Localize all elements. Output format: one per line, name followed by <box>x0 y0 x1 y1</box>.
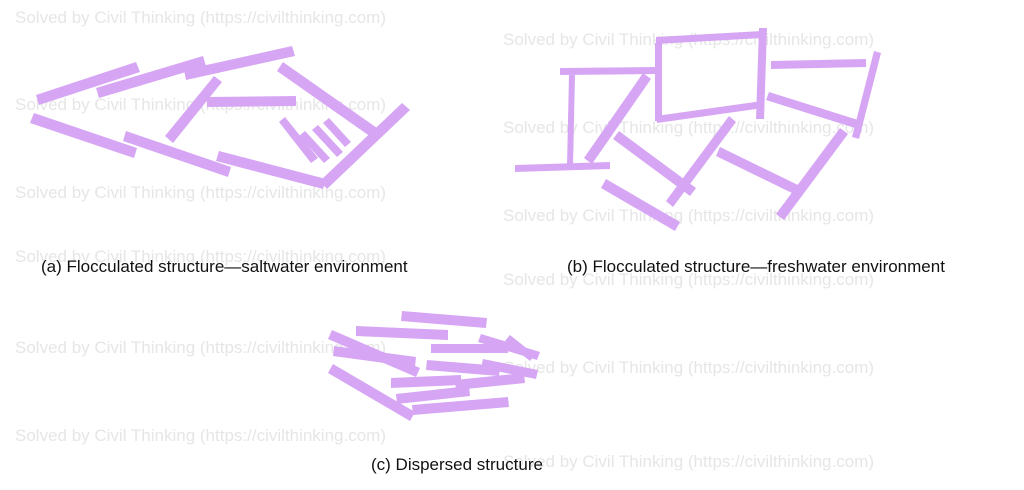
clay-particle <box>165 76 222 143</box>
clay-particle <box>412 397 509 415</box>
clay-particle <box>426 360 500 376</box>
clay-particle <box>328 364 415 421</box>
clay-particle <box>455 373 525 390</box>
clay-particle <box>36 62 140 105</box>
clay-particle <box>656 31 762 44</box>
clay-particle <box>656 101 763 123</box>
clay-particle <box>123 131 231 177</box>
clay-particle <box>96 56 206 98</box>
clay-particle <box>401 311 487 328</box>
clay-particle <box>184 46 295 80</box>
clay-particle <box>333 346 416 367</box>
clay-particle <box>601 179 680 231</box>
clay-particle <box>391 375 461 388</box>
clay-particle <box>356 326 448 340</box>
clay-particle <box>207 96 296 107</box>
clay-particle <box>277 62 377 137</box>
clay-particle <box>299 131 330 163</box>
clay-particle <box>312 125 343 157</box>
clay-particle <box>431 344 508 353</box>
clay-particle <box>771 59 866 69</box>
clay-particle <box>852 51 881 139</box>
clay-particle <box>766 92 858 128</box>
caption-a: (a) Flocculated structure—saltwater envi… <box>41 257 408 276</box>
clay-particle <box>613 131 696 196</box>
clay-particle <box>666 116 736 207</box>
clay-particle <box>323 118 351 147</box>
caption-c: (c) Dispersed structure <box>371 455 543 474</box>
clay-particle <box>655 43 662 121</box>
clay-particle <box>560 67 656 75</box>
clay-particle <box>716 147 800 195</box>
clay-particle <box>320 103 410 189</box>
clay-particle <box>396 386 470 404</box>
clay-particle <box>30 113 137 158</box>
clay-particle <box>584 73 651 164</box>
clay-particle <box>776 128 848 220</box>
caption-b: (b) Flocculated structure—freshwater env… <box>567 257 945 276</box>
clay-particle <box>567 75 575 166</box>
clay-particle <box>216 151 326 189</box>
clay-particle <box>279 117 318 163</box>
clay-particle <box>505 335 535 361</box>
clay-particle <box>515 162 610 172</box>
clay-particle <box>756 28 767 119</box>
